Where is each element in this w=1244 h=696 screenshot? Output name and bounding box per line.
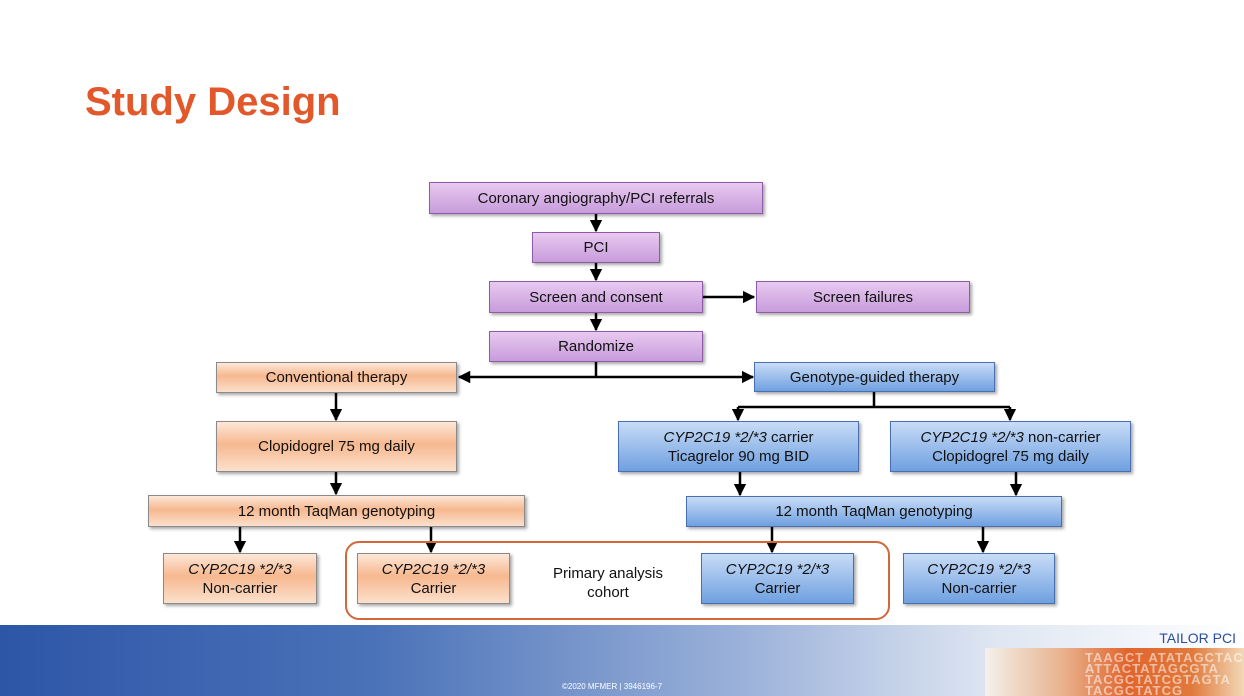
conventional-noncarrier-box: CYP2C19 *2/*3 Non-carrier [163, 553, 317, 604]
randomize-box: Randomize [489, 331, 703, 362]
pci-box: PCI [532, 232, 660, 263]
brand-label: TAILOR PCI [1159, 630, 1236, 646]
screen-failures-box: Screen failures [756, 281, 970, 313]
copyright-text: ©2020 MFMER | 3946196-7 [562, 682, 663, 691]
genotype-guided-box: Genotype-guided therapy [754, 362, 995, 392]
referrals-box: Coronary angiography/PCI referrals [429, 182, 763, 214]
genotype-result-carrier-box: CYP2C19 *2/*3 Carrier [701, 553, 854, 604]
slide-title: Study Design [85, 80, 341, 124]
screen-consent-box: Screen and consent [489, 281, 703, 313]
conventional-genotyping-box: 12 month TaqMan genotyping [148, 495, 525, 527]
conventional-carrier-box: CYP2C19 *2/*3 Carrier [357, 553, 510, 604]
clopidogrel-box: Clopidogrel 75 mg daily [216, 421, 457, 472]
primary-cohort-label: Primary analysis cohort [552, 565, 664, 601]
genotype-carrier-box: CYP2C19 *2/*3 carrier Ticagrelor 90 mg B… [618, 421, 859, 472]
dna-sequence-text: TAAGCT ATATAGCTAC ATTACTATAGCGTA TACGCTA… [1085, 650, 1244, 696]
genotype-genotyping-box: 12 month TaqMan genotyping [686, 496, 1062, 527]
conventional-therapy-box: Conventional therapy [216, 362, 457, 393]
genotype-noncarrier-box: CYP2C19 *2/*3 non-carrier Clopidogrel 75… [890, 421, 1131, 472]
dna-banner-image: TAAGCT ATATAGCTAC ATTACTATAGCGTA TACGCTA… [985, 648, 1244, 696]
genotype-result-noncarrier-box: CYP2C19 *2/*3 Non-carrier [903, 553, 1055, 604]
primary-cohort-frame [345, 541, 890, 620]
